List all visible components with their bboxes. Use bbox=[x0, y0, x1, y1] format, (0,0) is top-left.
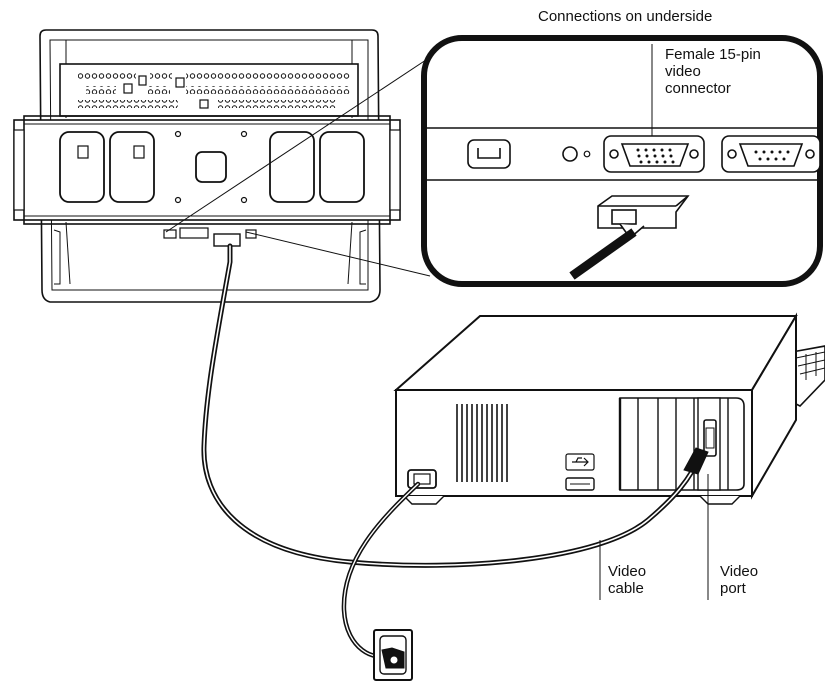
power-inlet bbox=[468, 140, 510, 168]
vent-grill bbox=[456, 404, 508, 482]
serial-connector bbox=[722, 136, 820, 172]
monitor-base-plate bbox=[14, 116, 400, 224]
video-cable-label-line2: cable bbox=[608, 580, 644, 597]
female-connector-label-line1: Female 15-pin bbox=[665, 46, 761, 63]
computer bbox=[396, 316, 825, 504]
female-video-connector bbox=[604, 136, 704, 172]
round-connector bbox=[563, 147, 577, 161]
video-port-label-line2: port bbox=[720, 580, 746, 597]
usb-icon bbox=[566, 454, 594, 470]
computer-power-inlet bbox=[408, 470, 436, 488]
video-port-label-line1: Video bbox=[720, 563, 758, 580]
female-connector-label-line2: video bbox=[665, 63, 701, 80]
detail-callout bbox=[424, 38, 820, 284]
led-indicator bbox=[584, 151, 590, 157]
callout-title: Connections on underside bbox=[538, 8, 712, 25]
female-connector-label-line3: connector bbox=[665, 80, 731, 97]
video-cable-label-line1: Video bbox=[608, 563, 646, 580]
monitor-vent-panel bbox=[60, 64, 358, 116]
power-outlet-icon bbox=[374, 630, 412, 680]
monitor bbox=[14, 30, 400, 302]
